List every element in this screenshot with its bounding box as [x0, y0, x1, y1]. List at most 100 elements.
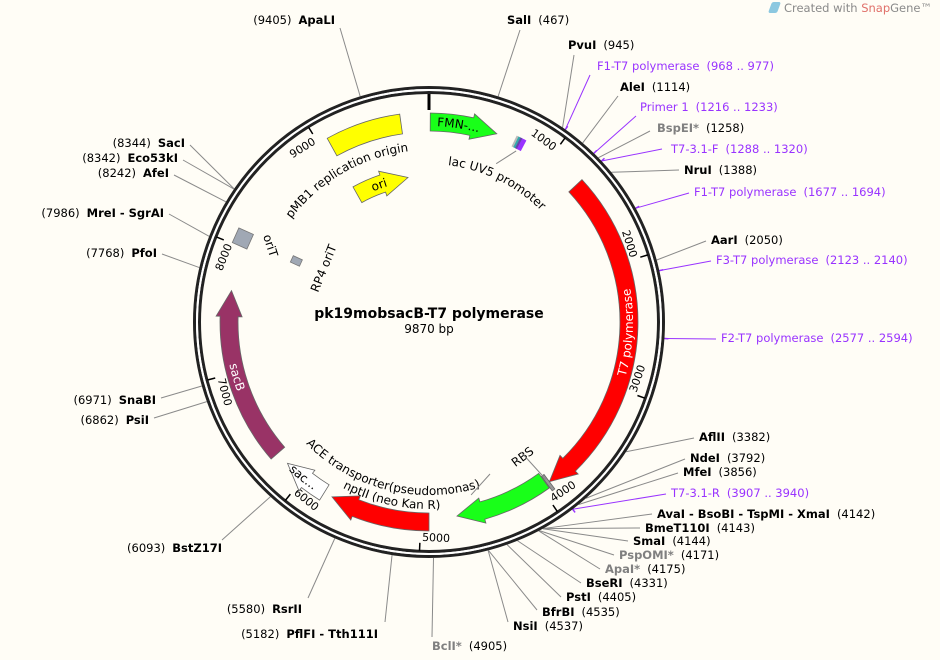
watermark-brand-snap: Snap: [861, 1, 891, 15]
site-name: PsiI: [126, 413, 149, 427]
ace-transporter[interactable]: [456, 472, 550, 524]
enzyme-site-label[interactable]: AarI(2050): [711, 233, 783, 247]
site-name: BfrBI: [542, 605, 574, 619]
enzyme-site-label[interactable]: (9405)ApaLI: [253, 13, 335, 27]
enzyme-site-label[interactable]: (6971) SnaBI: [73, 393, 156, 407]
site-position: (8344): [113, 136, 151, 150]
site-position: (3792): [727, 451, 765, 465]
site-position: (6971): [73, 393, 111, 407]
site-position: (2577 .. 2594): [830, 331, 912, 345]
orit-feature[interactable]: [231, 227, 254, 250]
site-position: (1216 .. 1233): [696, 100, 778, 114]
nptii[interactable]: [331, 495, 430, 532]
lac-uv5-promoter-mark[interactable]: [516, 138, 525, 151]
site-position: (968 .. 977): [706, 59, 774, 73]
enzyme-site-label[interactable]: BspEI*(1258): [657, 121, 744, 135]
enzyme-site-label[interactable]: (5580)RsrII: [227, 602, 302, 616]
lac-uv5-promoter-mark[interactable]: [513, 136, 521, 149]
rp4-orit-label: RP4 oriT: [308, 242, 340, 294]
enzyme-site-label[interactable]: NruI(1388): [684, 163, 757, 177]
lac-uv5-promoter-leader: [495, 150, 517, 165]
ace-transporter-label-text: ACE transporter(pseudomonas): [304, 436, 482, 498]
primer-label[interactable]: Primer 1 (1216 .. 1233): [640, 100, 778, 114]
site-name: F3-T7 polymerase: [716, 253, 818, 267]
enzyme-site-label[interactable]: (6862)PsiI: [80, 413, 149, 427]
enzyme-site-label[interactable]: BmeT110I(4143): [645, 521, 755, 535]
sac-partial[interactable]: [286, 462, 330, 501]
sacb[interactable]: [215, 289, 286, 460]
rbs-label: RBS: [509, 444, 537, 470]
site-name: PfoI: [131, 246, 157, 260]
site-name: MfeI: [683, 465, 712, 479]
enzyme-site-label[interactable]: BfrBI(4535): [542, 605, 620, 619]
site-name: Eco53kI: [127, 151, 178, 165]
enzyme-site-label[interactable]: PspOMI*(4171): [619, 548, 719, 562]
primer-label[interactable]: T7-3.1-R (3907 .. 3940): [670, 486, 809, 500]
site-position: (4171): [681, 548, 719, 562]
enzyme-site-label[interactable]: NdeI(3792): [690, 451, 765, 465]
enzyme-site-label[interactable]: AflII(3382): [699, 430, 770, 444]
site-leader-line: [161, 253, 200, 269]
site-leader-line: [506, 544, 562, 598]
enzyme-site-label[interactable]: PvuI(945): [568, 38, 634, 52]
enzyme-site-label[interactable]: (7768)PfoI: [86, 246, 157, 260]
enzyme-site-label[interactable]: (7986)MreI - SgrAI: [41, 206, 164, 220]
primer-label[interactable]: F2-T7 polymerase (2577 .. 2594): [721, 331, 913, 345]
tick-mark: [640, 254, 649, 258]
site-leader-line: [543, 527, 641, 530]
enzyme-site-label[interactable]: (8344)SacI: [113, 136, 185, 150]
site-name: SnaBI: [119, 393, 156, 407]
tick-mark: [284, 493, 291, 501]
site-position: (7986): [41, 206, 79, 220]
site-name: T7-3.1-R: [670, 486, 720, 500]
site-name: PflFI - Tth111I: [286, 627, 378, 641]
enzyme-site-label[interactable]: (5182)PflFI - Tth111I: [241, 627, 378, 641]
site-position: (1258): [706, 121, 744, 135]
site-name: RsrII: [272, 602, 302, 616]
enzyme-site-label[interactable]: AleI(1114): [620, 80, 690, 94]
site-leader-line: [564, 74, 591, 130]
rp4-orit-feature[interactable]: [289, 255, 303, 267]
lac-uv5-promoter-mark[interactable]: [518, 139, 527, 152]
enzyme-site-label[interactable]: NsiI(4537): [513, 619, 583, 633]
enzyme-site-label[interactable]: (6093)BstZ17I: [127, 541, 222, 555]
site-lines: [153, 27, 717, 638]
lac-uv5-promoter-mark[interactable]: [515, 137, 523, 150]
site-name: F1-T7 polymerase: [694, 185, 796, 199]
site-leader-line: [539, 530, 615, 556]
enzyme-site-label[interactable]: SmaI(4144): [633, 534, 711, 548]
enzyme-site-label[interactable]: AvaI - BsoBI - TspMI - XmaI(4142): [657, 507, 875, 521]
site-leader-line: [160, 385, 202, 399]
fmn-feature[interactable]: [429, 112, 498, 140]
enzyme-site-label[interactable]: ApaI*(4175): [605, 562, 685, 576]
enzyme-site-label[interactable]: BseRI(4331): [586, 576, 668, 590]
enzyme-site-label[interactable]: (8342)Eco53kI: [82, 151, 178, 165]
enzyme-site-label[interactable]: (8242)AfeI: [98, 166, 169, 180]
site-name: BseRI: [586, 576, 623, 590]
site-position: (3907 .. 3940): [727, 486, 809, 500]
site-leader-line: [431, 557, 435, 638]
site-position: (1288 .. 1320): [726, 142, 808, 156]
ori[interactable]: [352, 170, 409, 204]
primer-label[interactable]: F3-T7 polymerase(2123 .. 2140): [716, 253, 908, 267]
watermark-brand-gene: Gene: [890, 1, 921, 15]
enzyme-site-label[interactable]: MfeI(3856): [683, 465, 757, 479]
primer-label[interactable]: F1-T7 polymerase(1677 .. 1694): [694, 185, 886, 199]
plasmid-length: 9870 bp: [404, 322, 454, 336]
primer-label[interactable]: T7-3.1-F(1288 .. 1320): [670, 142, 808, 156]
site-name: F2-T7 polymerase: [721, 331, 823, 345]
site-position: (4143): [717, 521, 755, 535]
pmb1-origin[interactable]: [326, 113, 403, 157]
enzyme-site-label[interactable]: BclI*(4905): [432, 639, 507, 653]
primer-label[interactable]: F1-T7 polymerase(968 .. 977): [597, 59, 774, 73]
site-name: Primer 1: [640, 100, 689, 114]
site-name: SalI: [507, 13, 531, 27]
ori-label: ori: [369, 176, 389, 195]
site-position: (6093): [127, 541, 165, 555]
site-name: ApaI*: [605, 562, 640, 576]
site-leader-line: [487, 550, 509, 623]
enzyme-site-label[interactable]: SalI(467): [507, 13, 569, 27]
enzyme-site-label[interactable]: PstI(4405): [566, 590, 636, 604]
lac-uv5-promoter-mark[interactable]: [511, 135, 519, 148]
